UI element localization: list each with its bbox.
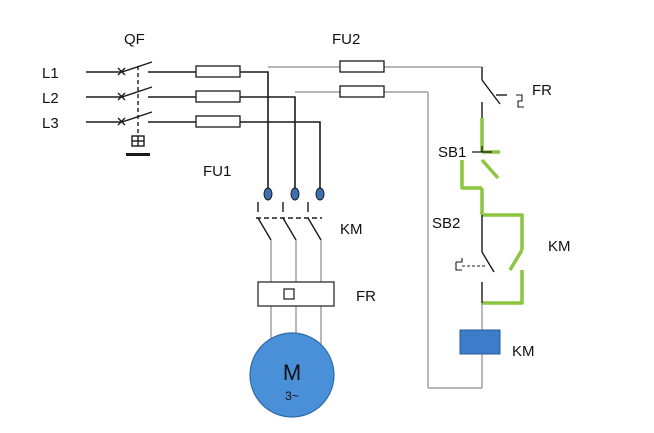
power-lines <box>86 71 196 123</box>
sb2-start-button <box>455 215 495 303</box>
fr-heater <box>257 281 335 307</box>
qf-breaker <box>117 61 153 147</box>
motor-label: M <box>283 360 301 385</box>
fu2-fuses <box>339 60 385 98</box>
label-fr-contact: FR <box>532 82 552 99</box>
label-fr-heater: FR <box>356 288 376 305</box>
label-sb2: SB2 <box>432 215 460 232</box>
label-fu2: FU2 <box>332 31 360 48</box>
fu1-fuses <box>195 65 241 128</box>
terminals <box>263 187 325 201</box>
sb2-km-branch <box>482 213 524 305</box>
label-km-aux: KM <box>548 238 571 255</box>
motor-sub: 3~ <box>285 389 299 403</box>
label-km-coil: KM <box>512 343 535 360</box>
label-km-main: KM <box>340 221 363 238</box>
label-l3: L3 <box>42 115 59 132</box>
sb1-actuator <box>472 146 492 153</box>
control-feed-wires <box>268 66 482 389</box>
sb1-stop-button <box>460 118 500 215</box>
label-l1: L1 <box>42 65 59 82</box>
km-coil <box>459 329 501 355</box>
fu1-output-wires <box>240 71 321 188</box>
fr-nc-contact <box>481 67 524 118</box>
label-qf: QF <box>124 31 145 48</box>
label-fu1: FU1 <box>203 163 231 180</box>
label-l2: L2 <box>42 90 59 107</box>
motor-circle <box>249 332 335 418</box>
label-sb1: SB1 <box>438 144 466 161</box>
km-main-contacts <box>256 202 322 241</box>
qf-base-bar <box>126 153 150 156</box>
